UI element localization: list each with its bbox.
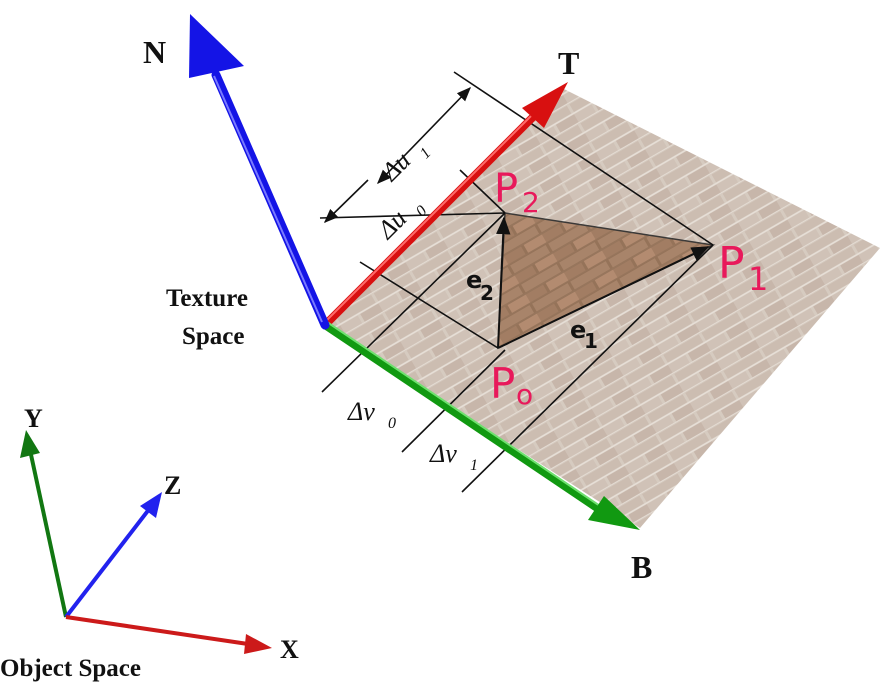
texture-space-label-line2: Space [182, 323, 245, 350]
svg-text:1: 1 [470, 457, 478, 474]
normal-label: N [143, 34, 166, 70]
point-p2-label: P 2 [494, 166, 540, 219]
du1-dimension-arrow [376, 86, 472, 185]
svg-text:0: 0 [388, 415, 396, 432]
svg-text:P: P [490, 359, 515, 408]
object-y-axis [28, 449, 68, 618]
svg-text:2: 2 [480, 281, 494, 305]
object-x-axis [65, 615, 249, 646]
object-space-axes [20, 430, 272, 654]
svg-text:2: 2 [522, 186, 540, 219]
bitangent-axis [321, 321, 640, 530]
dv1-label: Δv 1 [429, 439, 478, 474]
tangent-label: T [558, 45, 579, 81]
svg-text:e: e [570, 316, 586, 344]
svg-text:o: o [516, 378, 533, 411]
bitangent-label: B [631, 549, 652, 585]
svg-text:1: 1 [417, 145, 435, 163]
normal-axis [189, 14, 330, 330]
svg-text:e: e [466, 266, 482, 294]
tangent-axis [321, 82, 568, 329]
svg-text:1: 1 [584, 329, 598, 353]
object-z-axis [64, 506, 152, 619]
dv0-label: Δv 0 [347, 397, 396, 432]
edge-e1-label: e 1 [570, 316, 598, 353]
svg-text:Δv: Δv [347, 397, 375, 426]
point-p0-label: P o [490, 359, 533, 411]
object-x-label: X [280, 635, 299, 664]
object-y-label: Y [24, 404, 43, 433]
object-z-label: Z [164, 471, 181, 500]
object-space-title: Object Space [0, 655, 141, 682]
texture-space-label-line1: Texture [166, 285, 248, 312]
svg-text:1: 1 [748, 260, 768, 298]
du1-label: Δu 1 [375, 145, 435, 187]
svg-text:Δv: Δv [429, 439, 457, 468]
du0-dimension-arrow [323, 179, 369, 224]
svg-text:P: P [718, 238, 745, 289]
edge-e2-arrow [496, 216, 511, 349]
point-p1-label: P 1 [718, 238, 768, 298]
edge-e2-label: e 2 [466, 266, 494, 305]
edge-e1-arrow [497, 246, 710, 349]
svg-text:P: P [494, 166, 518, 212]
texture-plane [325, 88, 880, 528]
